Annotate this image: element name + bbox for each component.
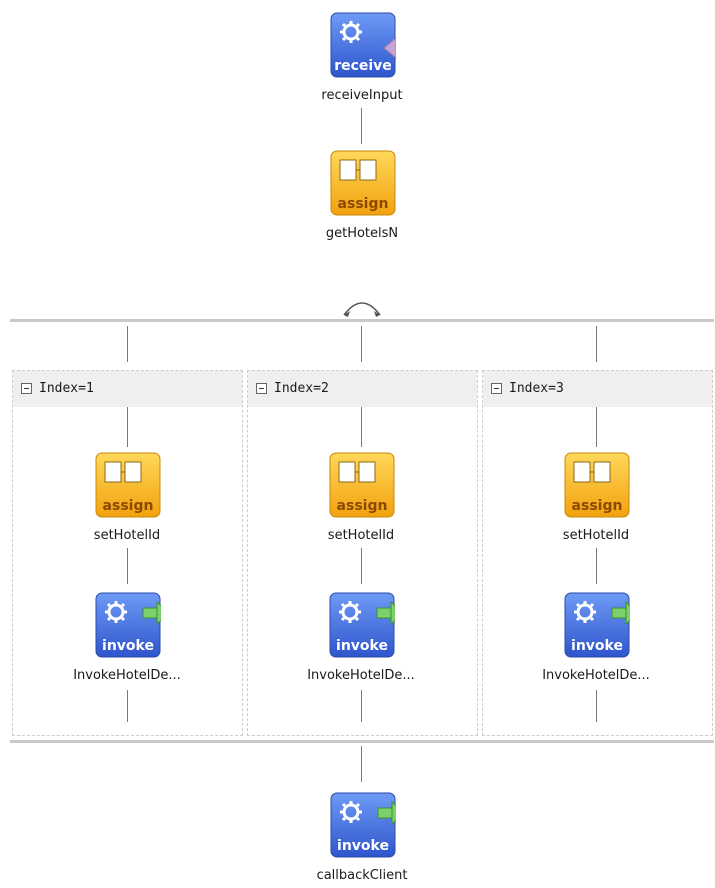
document-icon [573, 461, 611, 483]
branch-index-3: Index=3 [482, 370, 713, 736]
node-invoke-hotel-de-1[interactable]: invoke InvokeHotelDe... [57, 592, 197, 688]
node-invoke-hotel-de-3[interactable]: invoke InvokeHotelDe... [526, 592, 666, 688]
activity-label: getHotelsN [325, 226, 399, 241]
connector-line [596, 690, 597, 722]
gear-icon [340, 21, 362, 43]
assign-activity-icon: assign [95, 452, 161, 518]
activity-badge: invoke [337, 838, 389, 854]
gear-icon [105, 601, 127, 623]
activity-badge: invoke [102, 638, 154, 654]
gear-icon [340, 801, 362, 823]
activity-badge: assign [338, 196, 389, 212]
document-icon [339, 159, 377, 181]
document-icon [338, 461, 376, 483]
connector-line [361, 326, 362, 362]
assign-activity-icon: assign [564, 452, 630, 518]
connector-line [596, 407, 597, 447]
activity-badge: receive [334, 58, 392, 74]
connector-line [361, 690, 362, 722]
flow-fork-icon [343, 302, 381, 317]
activity-badge: invoke [571, 638, 623, 654]
node-set-hotel-id-1[interactable]: assign setHotelId [57, 452, 197, 548]
assign-activity-icon: assign [329, 452, 395, 518]
gear-icon [574, 601, 596, 623]
connector-line [596, 326, 597, 362]
invoke-arrow-icon [142, 600, 161, 626]
receive-activity-icon: receive [330, 12, 396, 78]
collapse-toggle-icon[interactable] [491, 383, 502, 394]
activity-badge: assign [337, 498, 388, 514]
invoke-activity-icon: invoke [95, 592, 161, 658]
connector-line [127, 548, 128, 584]
branch-header: Index=2 [248, 371, 477, 407]
connector-line [361, 548, 362, 584]
branch-header: Index=3 [483, 371, 712, 407]
branch-header: Index=1 [13, 371, 242, 407]
branch-index-2: Index=2 [247, 370, 478, 736]
activity-label: callbackClient [316, 868, 408, 883]
activity-label: receiveInput [321, 88, 403, 103]
invoke-arrow-icon [611, 600, 630, 626]
node-get-hotels-n[interactable]: assign getHotelsN [292, 150, 432, 246]
connector-line [127, 407, 128, 447]
invoke-arrow-icon [377, 800, 396, 826]
connector-line [361, 746, 362, 782]
node-receive-input[interactable]: receive receiveInput [292, 12, 432, 108]
node-callback-client[interactable]: invoke callbackClient [292, 792, 432, 888]
node-set-hotel-id-2[interactable]: assign setHotelId [291, 452, 431, 548]
node-set-hotel-id-3[interactable]: assign setHotelId [526, 452, 666, 548]
activity-label: InvokeHotelDe... [542, 668, 650, 683]
branch-title: Index=2 [274, 381, 329, 396]
invoke-activity-icon: invoke [564, 592, 630, 658]
activity-badge: invoke [336, 638, 388, 654]
activity-label: setHotelId [327, 528, 395, 543]
invoke-arrow-icon [376, 600, 395, 626]
invoke-activity-icon: invoke [330, 792, 396, 858]
branch-title: Index=3 [509, 381, 564, 396]
activity-badge: assign [572, 498, 623, 514]
activity-label: setHotelId [93, 528, 161, 543]
collapse-toggle-icon[interactable] [21, 383, 32, 394]
connector-line [361, 108, 362, 144]
connector-line [127, 690, 128, 722]
document-icon [104, 461, 142, 483]
node-invoke-hotel-de-2[interactable]: invoke InvokeHotelDe... [291, 592, 431, 688]
flow-top-bar [10, 319, 714, 322]
branch-title: Index=1 [39, 381, 94, 396]
assign-activity-icon: assign [330, 150, 396, 216]
activity-label: InvokeHotelDe... [73, 668, 181, 683]
activity-label: InvokeHotelDe... [307, 668, 415, 683]
collapse-toggle-icon[interactable] [256, 383, 267, 394]
activity-label: setHotelId [562, 528, 630, 543]
connector-line [127, 326, 128, 362]
gear-icon [339, 601, 361, 623]
flow-bottom-bar [10, 740, 714, 743]
connector-line [361, 407, 362, 447]
invoke-activity-icon: invoke [329, 592, 395, 658]
activity-badge: assign [103, 498, 154, 514]
connector-line [596, 548, 597, 584]
